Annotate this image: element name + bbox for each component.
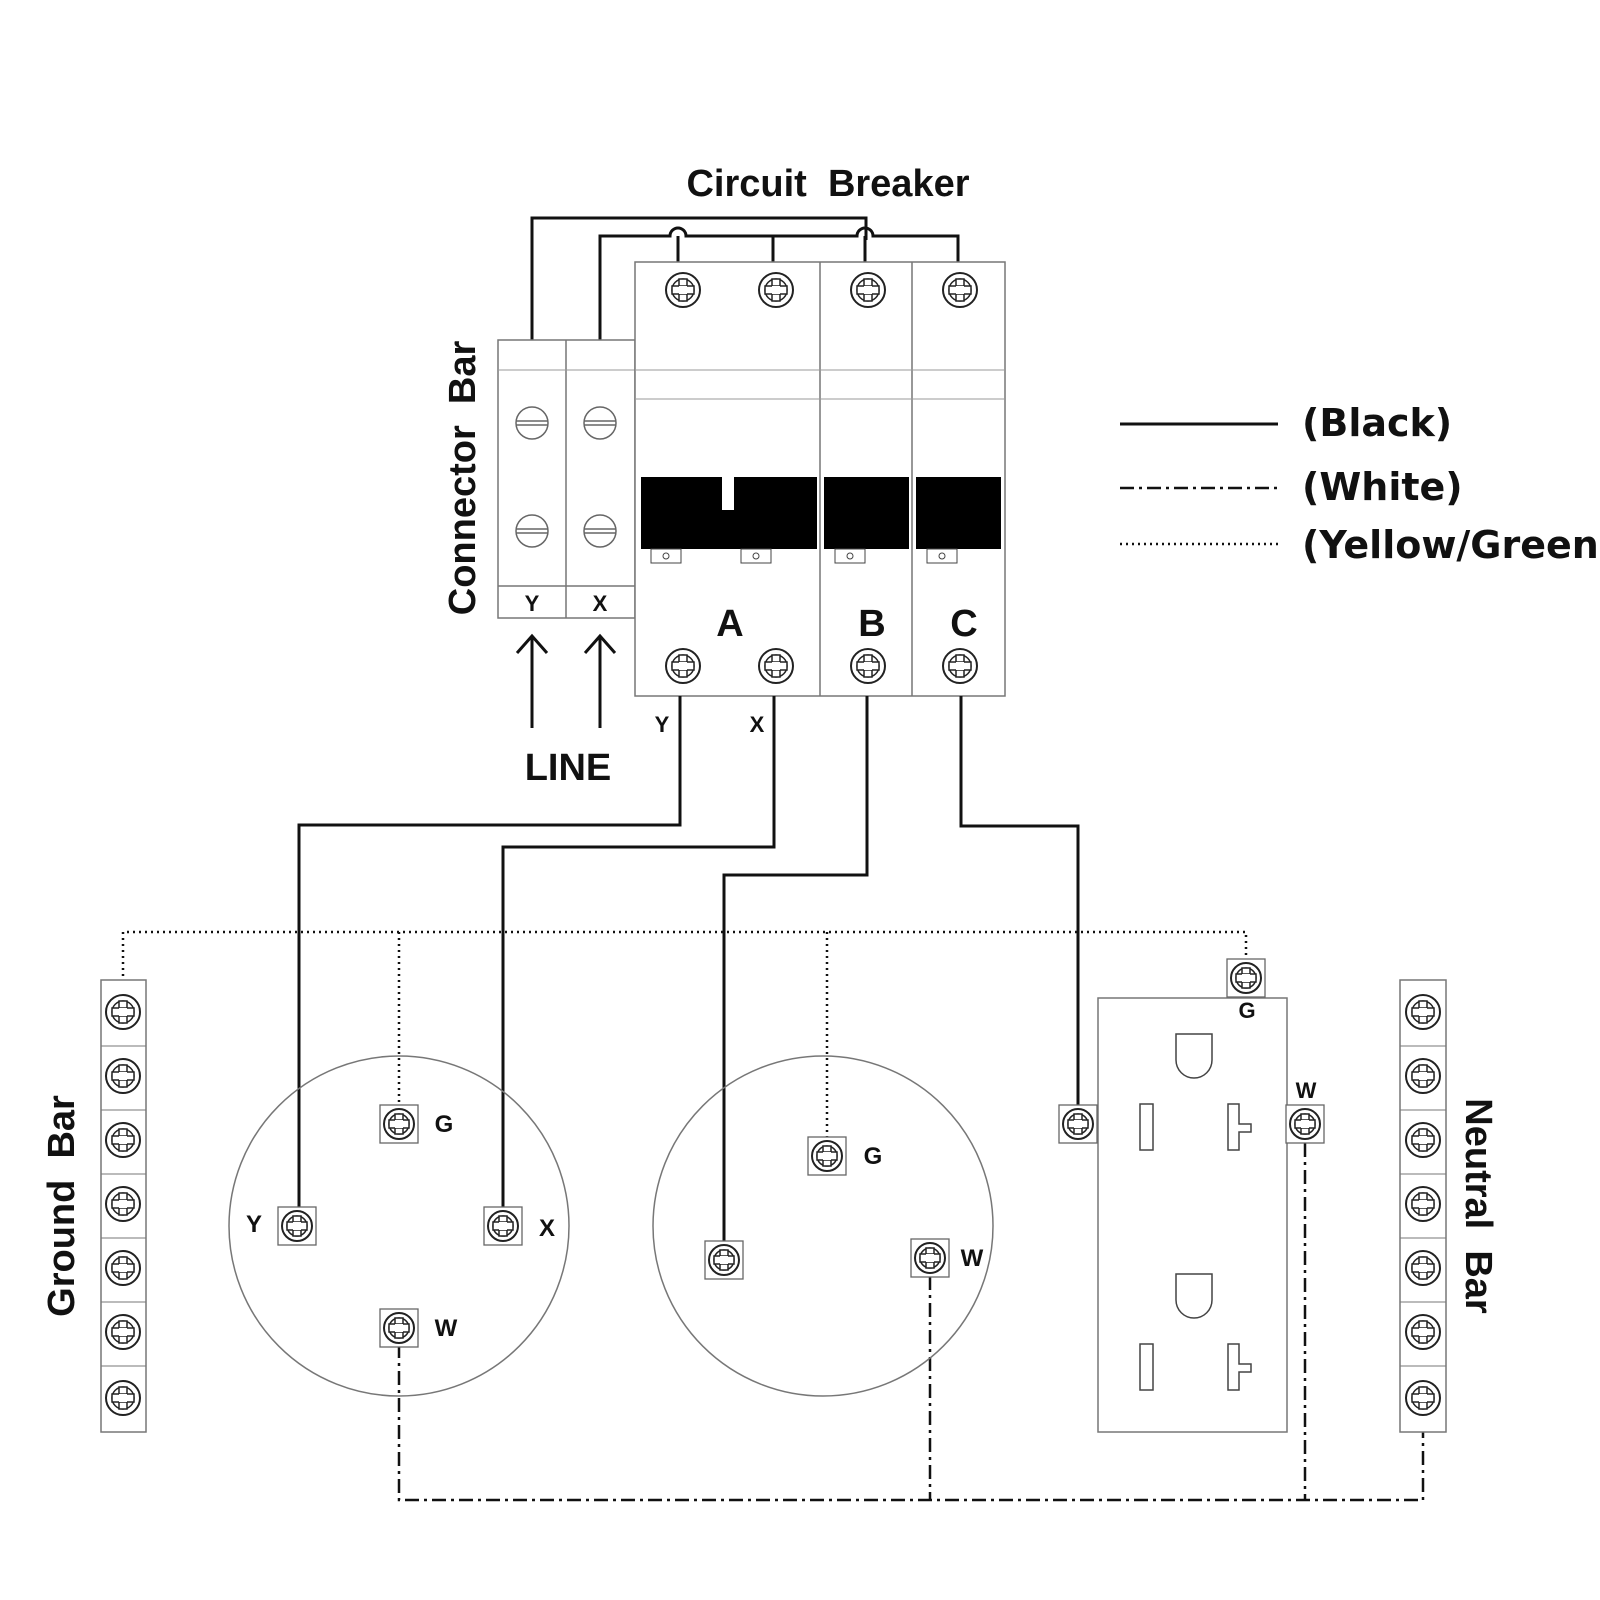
receptacle-g-label: G (1238, 998, 1255, 1023)
neutral-bar-label: Neutral Bar (1457, 1098, 1499, 1314)
legend-label-yellow-green: (Yellow/Green) (1302, 523, 1600, 567)
breaker-handle-b[interactable] (824, 477, 909, 549)
breaker-handle-c[interactable] (916, 477, 1001, 549)
outlet-middle: G W (652, 1055, 994, 1397)
output-label-y: Y (655, 712, 670, 737)
receptacle: G W (1058, 958, 1325, 1433)
connector-bar-label: Connector Bar (442, 341, 484, 616)
circuit-breaker: A B C (634, 261, 1006, 697)
outlet-left-y-label: Y (246, 1211, 262, 1238)
line-label: LINE (525, 747, 612, 789)
diagram-title: Circuit Breaker (686, 163, 969, 205)
legend-label-white: (White) (1302, 465, 1463, 509)
outlet-middle-g-label: G (864, 1143, 883, 1170)
hot-wires (297, 696, 1080, 1245)
connector-terminal-x: X (593, 591, 608, 616)
receptacle-w-label: W (1296, 1078, 1317, 1103)
line-arrows (515, 633, 617, 728)
outlet-left-x-label: X (539, 1215, 555, 1242)
pole-label-a: A (716, 603, 743, 645)
connector-bar: Y X (497, 339, 636, 619)
legend-label-black: (Black) (1302, 401, 1452, 445)
output-label-x: X (750, 712, 765, 737)
ground-bar-label: Ground Bar (41, 1095, 83, 1317)
neutral-wires (397, 1143, 1425, 1502)
legend: (Black) (White) (Yellow/Green) (1120, 401, 1600, 567)
outlet-left: G Y X W (228, 1055, 570, 1397)
neutral-bar (1399, 979, 1447, 1433)
top-wires (530, 216, 960, 340)
ground-bar (100, 979, 147, 1433)
ground-wires (121, 930, 1248, 1140)
outlet-left-w-label: W (435, 1315, 458, 1342)
outlet-middle-w-label: W (961, 1245, 984, 1272)
pole-label-c: C (950, 603, 977, 645)
outlet-left-g-label: G (435, 1111, 454, 1138)
connector-terminal-y: Y (525, 591, 540, 616)
pole-label-b: B (858, 603, 885, 645)
